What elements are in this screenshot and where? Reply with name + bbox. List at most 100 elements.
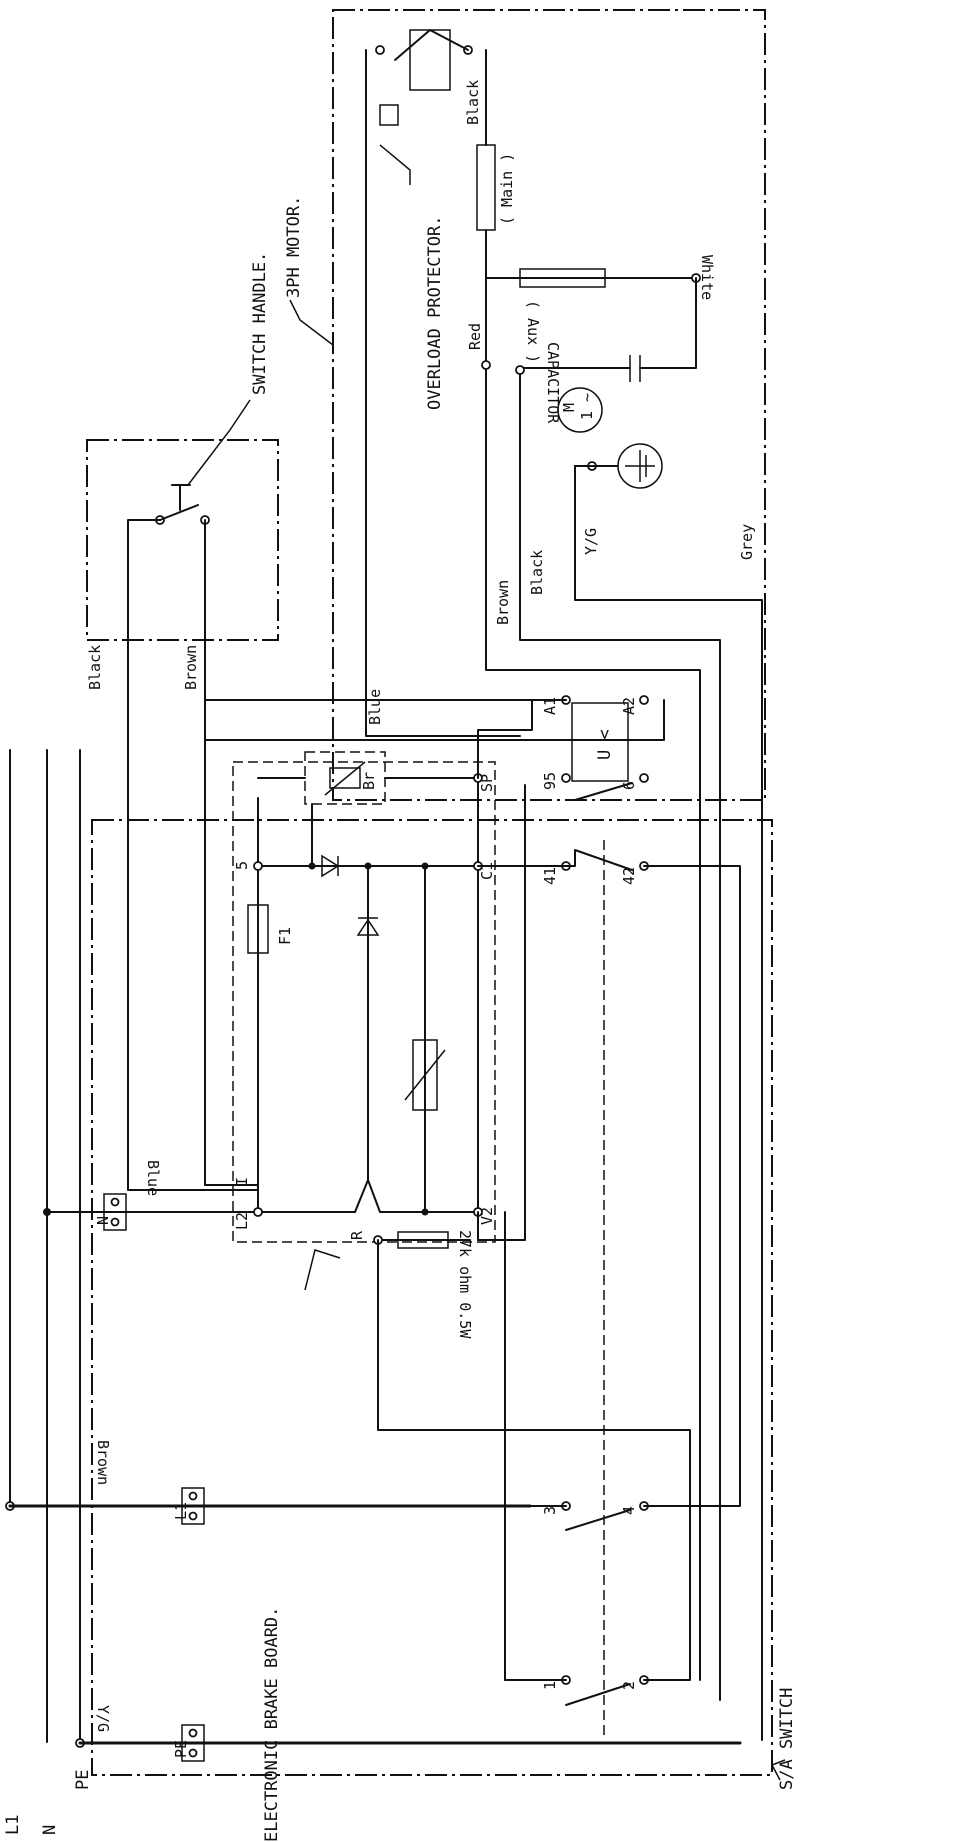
callout-sa-switch: S/A SWITCH bbox=[777, 1688, 797, 1790]
label-red: Red bbox=[466, 323, 484, 350]
contact-95-6 bbox=[574, 782, 633, 801]
label-a1: A1 bbox=[541, 697, 559, 715]
leader-3ph-motor bbox=[289, 299, 334, 346]
label-winding-aux: ( Aux ) bbox=[524, 300, 542, 363]
earth-symbol bbox=[617, 443, 663, 489]
callout-3ph-motor: 3PH MOTOR. bbox=[284, 196, 304, 298]
relay-box-u bbox=[571, 702, 629, 782]
term-6 bbox=[639, 773, 649, 783]
callout-overload: OVERLOAD PROTECTOR. bbox=[425, 216, 445, 410]
label-resistor: 27k ohm 0.5W bbox=[456, 1230, 474, 1339]
terminal-block-l1 bbox=[181, 1487, 205, 1525]
leader-overload bbox=[379, 144, 411, 185]
winding-main bbox=[476, 144, 496, 231]
contact-1-2 bbox=[565, 1683, 631, 1706]
callout-brake-board: ELECTRONIC BRAKE BOARD. bbox=[262, 1607, 282, 1842]
wire-motor-brown bbox=[485, 364, 701, 1681]
wire-motor-blue bbox=[365, 49, 521, 737]
label-l1-supply: L1 bbox=[3, 1815, 23, 1835]
label-term-n: N bbox=[94, 1216, 112, 1225]
label-motor-black: Black bbox=[528, 550, 546, 595]
leader-sa-switch bbox=[770, 1759, 786, 1781]
term-l2 bbox=[253, 1207, 263, 1217]
switch-handle-box bbox=[86, 439, 279, 641]
ol-heater bbox=[379, 104, 399, 126]
label-winding-main: ( Main ) bbox=[498, 153, 516, 225]
term-black-cap bbox=[515, 365, 525, 375]
motor-enclosure bbox=[332, 9, 766, 801]
label-br: Br bbox=[360, 772, 378, 790]
callout-switch-handle: SWITCH HANDLE. bbox=[250, 252, 270, 395]
label-relay-symbol: U < bbox=[595, 729, 615, 760]
wire-4-to-42 bbox=[643, 865, 741, 1507]
term-95 bbox=[561, 773, 571, 783]
label-t4: 4 bbox=[620, 1506, 638, 1515]
contact-41-42 bbox=[565, 849, 633, 871]
sa-switch-enclosure bbox=[91, 819, 773, 1776]
label-t42: 42 bbox=[620, 867, 638, 885]
label-handle-black: Black bbox=[86, 645, 104, 690]
label-t41: 41 bbox=[541, 867, 559, 885]
label-t2: 2 bbox=[620, 1681, 638, 1690]
label-t3: 3 bbox=[541, 1506, 559, 1515]
label-5: 5 bbox=[233, 861, 251, 870]
board-crossover bbox=[354, 1179, 479, 1213]
label-term-pe: PE bbox=[172, 1740, 190, 1758]
br-element bbox=[324, 761, 366, 796]
term-a2 bbox=[639, 695, 649, 705]
label-brown-l1: Brown bbox=[94, 1440, 112, 1485]
label-sp: SP bbox=[478, 774, 496, 792]
wire-handle-brown bbox=[204, 519, 665, 741]
label-c1: C1 bbox=[478, 862, 496, 880]
resistor-27k bbox=[377, 1231, 471, 1249]
label-white: White bbox=[698, 255, 716, 300]
ol-contact bbox=[394, 29, 469, 61]
label-l2: L2 bbox=[233, 1212, 251, 1230]
contact-3-4 bbox=[565, 1509, 631, 1531]
label-t1: 1 bbox=[541, 1681, 559, 1690]
motor-symbol bbox=[557, 387, 603, 433]
label-motor-phase: 1 ~ bbox=[578, 393, 596, 420]
wire-l2-a1 bbox=[204, 699, 567, 1186]
wire-r-to-2 bbox=[377, 1239, 691, 1681]
label-motor-brown: Brown bbox=[494, 580, 512, 625]
label-v2: V2 bbox=[478, 1207, 496, 1225]
diode-horizontal bbox=[321, 854, 340, 878]
label-f1: F1 bbox=[276, 927, 294, 945]
brake-board-outline bbox=[232, 761, 496, 1243]
winding-aux bbox=[519, 268, 606, 288]
label-motor-yg: Y/G bbox=[582, 528, 600, 555]
leader-switch-handle bbox=[187, 399, 251, 486]
label-blue-n: Blue bbox=[144, 1160, 162, 1196]
label-capacitor: CAPACITOR bbox=[544, 342, 562, 424]
leader-brake-board bbox=[304, 1249, 341, 1291]
label-t6: 6 bbox=[620, 781, 638, 790]
diode-vertical bbox=[356, 917, 380, 936]
label-n-supply: N bbox=[40, 1825, 60, 1835]
label-a2: A2 bbox=[620, 697, 638, 715]
term-5 bbox=[253, 861, 263, 871]
ol-term-left bbox=[375, 45, 385, 55]
varistor bbox=[404, 1039, 446, 1111]
wire-motor-black bbox=[519, 369, 721, 1701]
terminal-block-pe bbox=[181, 1724, 205, 1762]
label-handle-brown: Brown bbox=[182, 645, 200, 690]
label-motor-grey: Grey bbox=[738, 524, 756, 560]
wire-cap bbox=[639, 277, 697, 369]
label-yg: Y/G bbox=[94, 1705, 112, 1732]
label-t95: 95 bbox=[541, 772, 559, 790]
terminal-block-n bbox=[103, 1193, 127, 1231]
wire-handle-black bbox=[127, 519, 259, 1191]
overload-protector bbox=[409, 29, 451, 91]
label-i: I bbox=[233, 1177, 251, 1186]
wire-v2-up bbox=[477, 784, 526, 1241]
capacitor bbox=[629, 355, 641, 382]
label-pe-supply: PE bbox=[73, 1770, 93, 1790]
label-term-l1: L1 bbox=[172, 1502, 190, 1520]
fuse-f1 bbox=[247, 904, 269, 954]
label-r: R bbox=[348, 1230, 366, 1240]
handle-contact bbox=[159, 504, 199, 521]
label-motor-blue: Blue bbox=[366, 689, 384, 725]
term-red bbox=[481, 360, 491, 370]
